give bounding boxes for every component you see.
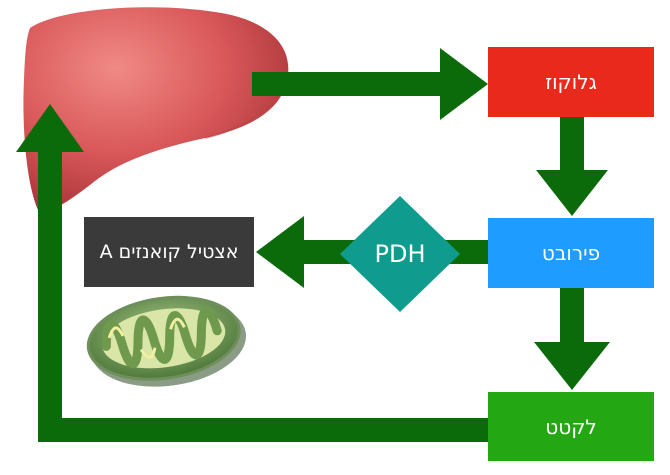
mitochondrion-icon	[86, 295, 246, 387]
lactate-box: לקטט	[488, 392, 654, 461]
glucose-box: גלוקוז	[488, 47, 654, 117]
arrow-lactate-to-liver	[16, 104, 490, 442]
acetyl-coa-label: אצטיל קואנזים A	[99, 241, 239, 263]
pyruvate-box: פירובט	[488, 218, 654, 288]
arrow-glucose-to-pyruvate	[536, 117, 608, 216]
acetyl-coa-box: אצטיל קואנזים A	[84, 217, 254, 287]
pdh-diamond	[340, 196, 460, 312]
liver-icon	[23, 7, 289, 211]
pdh-label: PDH	[374, 240, 426, 268]
lactate-label: לקטט	[545, 414, 597, 439]
pyruvate-label: פירובט	[541, 241, 601, 265]
arrow-liver-to-glucose	[252, 48, 488, 120]
arrow-pyruvate-to-lactate	[534, 288, 610, 390]
glucose-label: גלוקוז	[545, 70, 597, 94]
